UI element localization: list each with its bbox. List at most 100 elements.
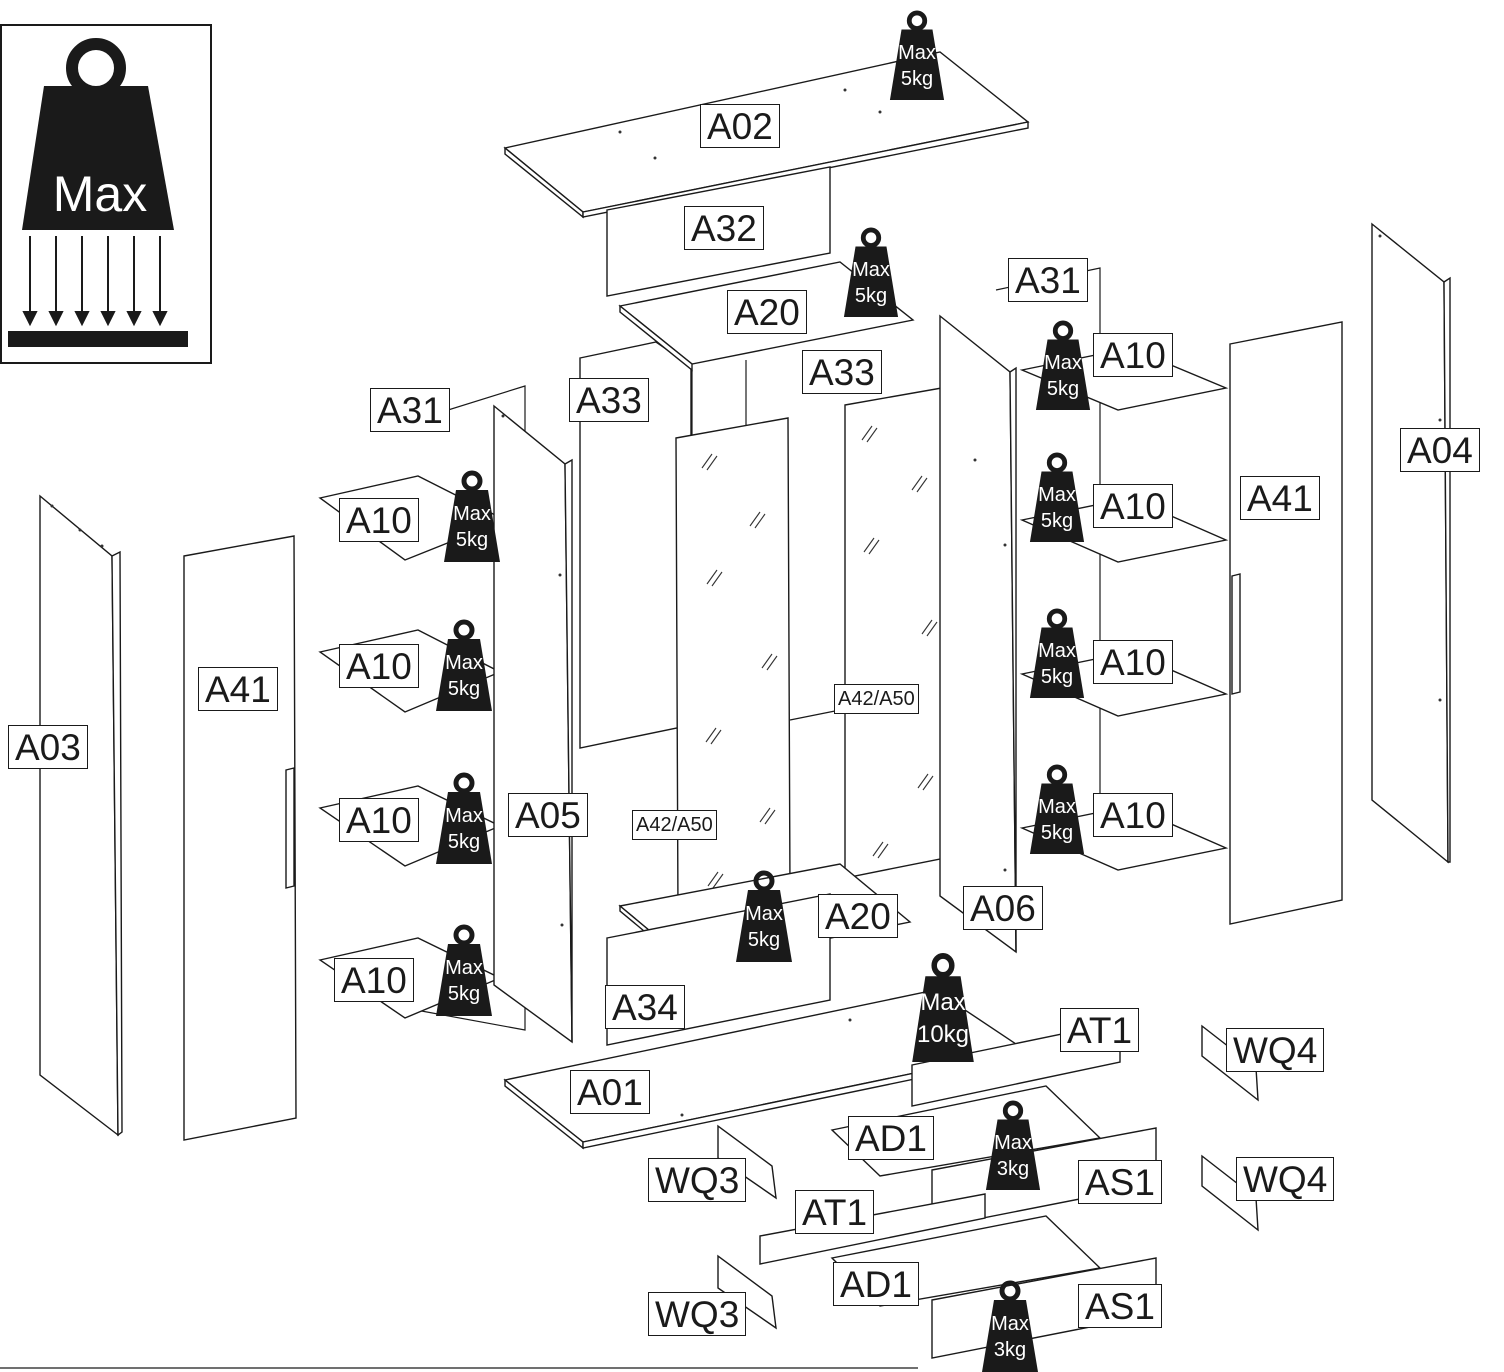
weight-kg-text: 5kg (447, 678, 481, 700)
max-load-icon (436, 924, 492, 1016)
back-panel-a33-right (745, 360, 841, 721)
label-a10-right-4: A10 (1093, 793, 1173, 837)
weight-kg-text: 10kg (916, 1021, 970, 1048)
weight-max-text: Max (1044, 352, 1082, 374)
max-load-icon (436, 772, 492, 864)
label-a04: A04 (1400, 428, 1480, 472)
weight-a10-right-4: Max 5kg (1028, 762, 1086, 854)
weight-drawer-lower: Max 3kg (980, 1278, 1040, 1372)
label-a33-right: A33 (802, 350, 882, 394)
weight-kg-text: 5kg (854, 285, 888, 307)
max-load-icon (985, 1100, 1041, 1190)
label-ad1-upper: AD1 (848, 1116, 934, 1160)
label-a31-right: A31 (1008, 258, 1088, 302)
max-load-icon (912, 952, 974, 1062)
weight-kg-text: 5kg (747, 929, 781, 951)
label-a06: A06 (963, 886, 1043, 930)
max-load-icon (736, 870, 792, 962)
weight-max-text: Max (991, 1313, 1029, 1335)
label-a31-left: A31 (370, 388, 450, 432)
label-as1-upper: AS1 (1078, 1160, 1162, 1204)
weight-drawer-upper: Max 3kg (984, 1098, 1042, 1190)
label-a34: A34 (605, 985, 685, 1029)
weight-a10-left-1: Max 5kg (442, 468, 502, 562)
weight-max-text: Max (445, 805, 483, 827)
weight-a02: Max 5kg (888, 8, 946, 100)
weight-kg-text: 5kg (900, 68, 934, 90)
mirror-door-right (844, 385, 956, 879)
label-at1-upper: AT1 (1060, 1008, 1140, 1052)
weight-a01: Max 10kg (910, 950, 976, 1062)
label-a32: A32 (684, 206, 764, 250)
weight-max-text: Max (1038, 484, 1076, 506)
label-a10-left-3: A10 (339, 798, 419, 842)
weight-max-text: Max (445, 957, 483, 979)
max-load-icon (1029, 608, 1085, 698)
panel-a04 (1371, 222, 1451, 864)
label-a10-left-1: A10 (339, 498, 419, 542)
weight-kg-text: 3kg (993, 1339, 1027, 1361)
weight-max-text: Max (920, 989, 966, 1016)
weight-max-text: Max (745, 903, 783, 925)
label-a02: A02 (700, 104, 780, 148)
door-a41-right (1229, 321, 1343, 925)
weight-max-text: Max (994, 1132, 1032, 1154)
label-a41-right: A41 (1240, 476, 1320, 520)
weight-kg-text: 5kg (447, 831, 481, 853)
weight-kg-text: 5kg (447, 983, 481, 1005)
max-load-icon (843, 227, 899, 317)
weight-max-text: Max (1038, 796, 1076, 818)
label-ad1-lower: AD1 (833, 1262, 919, 1306)
label-wq3-lower: WQ3 (648, 1292, 747, 1336)
label-a10-right-2: A10 (1093, 484, 1173, 528)
label-a03: A03 (8, 725, 88, 769)
door-a41-left (183, 535, 297, 1141)
weight-max-text: Max (453, 503, 491, 525)
weight-kg-text: 5kg (1040, 666, 1074, 688)
weight-a10-left-3: Max 5kg (434, 770, 494, 864)
weight-kg-text: 5kg (1040, 822, 1074, 844)
weight-a10-right-1: Max 5kg (1034, 318, 1092, 410)
label-as1-lower: AS1 (1078, 1284, 1162, 1328)
label-a41-left: A41 (198, 667, 278, 711)
label-a33-left: A33 (569, 378, 649, 422)
panel-a06 (939, 314, 1017, 954)
label-a42-a50-right: A42/A50 (834, 684, 919, 714)
max-load-icon (1035, 320, 1091, 410)
weight-a10-right-3: Max 5kg (1028, 606, 1086, 698)
label-a05: A05 (508, 793, 588, 837)
weight-a10-left-2: Max 5kg (434, 617, 494, 711)
max-load-icon (1029, 764, 1085, 854)
label-a20-lower: A20 (818, 894, 898, 938)
weight-max-text: Max (898, 42, 936, 64)
label-a10-left-4: A10 (334, 958, 414, 1002)
max-load-icon (436, 619, 492, 711)
weight-kg-text: 5kg (1046, 378, 1080, 400)
weight-kg-text: 5kg (455, 529, 489, 551)
label-wq4-lower: WQ4 (1236, 1157, 1335, 1201)
max-load-icon (1029, 452, 1085, 542)
label-a20-upper: A20 (727, 290, 807, 334)
label-a10-right-3: A10 (1093, 640, 1173, 684)
weight-max-text: Max (1038, 640, 1076, 662)
weight-a10-left-4: Max 5kg (434, 922, 494, 1016)
weight-a20-lower: Max 5kg (734, 868, 794, 962)
legend-max-text: Max (52, 166, 148, 222)
weight-kg-text: 3kg (996, 1158, 1030, 1180)
max-load-icon (444, 470, 500, 562)
max-load-icon (8, 38, 188, 347)
weight-max-text: Max (445, 652, 483, 674)
label-a10-right-1: A10 (1093, 333, 1173, 377)
label-at1-lower: AT1 (795, 1190, 875, 1234)
max-load-icon (889, 10, 945, 100)
label-wq3-upper: WQ3 (648, 1158, 747, 1202)
max-load-legend: Max (0, 24, 212, 364)
weight-kg-text: 5kg (1040, 510, 1074, 532)
label-wq4-upper: WQ4 (1226, 1028, 1325, 1072)
weight-a10-right-2: Max 5kg (1028, 450, 1086, 542)
panel-a03 (39, 494, 123, 1137)
mirror-door-left (675, 417, 791, 915)
max-load-icon (982, 1280, 1038, 1372)
label-a10-left-2: A10 (339, 644, 419, 688)
